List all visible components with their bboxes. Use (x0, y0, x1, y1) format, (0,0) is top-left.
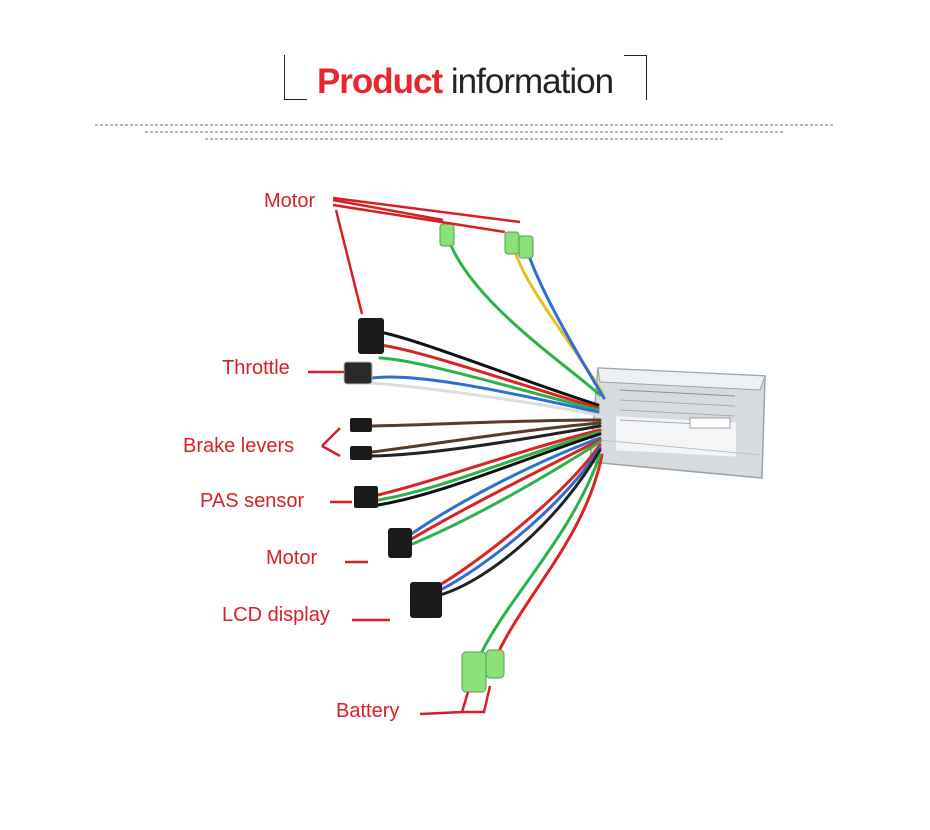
pointer-lines (308, 196, 521, 716)
lcd-plug (410, 582, 442, 618)
pas-plug (354, 486, 378, 508)
motor-hall-plug (388, 528, 412, 558)
controller-box (589, 367, 766, 479)
throttle-plug-top (358, 318, 384, 354)
throttle-plug (343, 361, 373, 385)
battery-connector-1 (461, 651, 487, 693)
connectors (343, 223, 534, 693)
subtitle-fine-print (95, 124, 835, 145)
title-bracket-left (284, 55, 307, 100)
label-motor-bottom: Motor (266, 547, 318, 569)
label-motor-top: Motor (264, 190, 316, 212)
brake-plug-1 (350, 418, 372, 432)
label-lcd-display: LCD display (222, 604, 330, 626)
header: Product information (0, 0, 930, 150)
wires (370, 236, 606, 662)
controller-diagram (308, 196, 766, 716)
title-bracket-right (624, 55, 647, 100)
label-pas-sensor: PAS sensor (200, 490, 305, 512)
label-brake-levers: Brake levers (183, 435, 295, 457)
battery-connector-2 (485, 649, 505, 679)
label-battery: Battery (336, 700, 400, 722)
motor-phase-connector-2 (504, 231, 520, 255)
title-rest: information (450, 62, 614, 101)
title-accent: Product (316, 62, 443, 101)
page-title: Product information (300, 62, 630, 102)
motor-phase-connector-1 (439, 223, 455, 247)
brake-plug-2 (350, 446, 372, 460)
label-throttle: Throttle (222, 357, 290, 379)
motor-phase-connector-3 (518, 235, 534, 259)
